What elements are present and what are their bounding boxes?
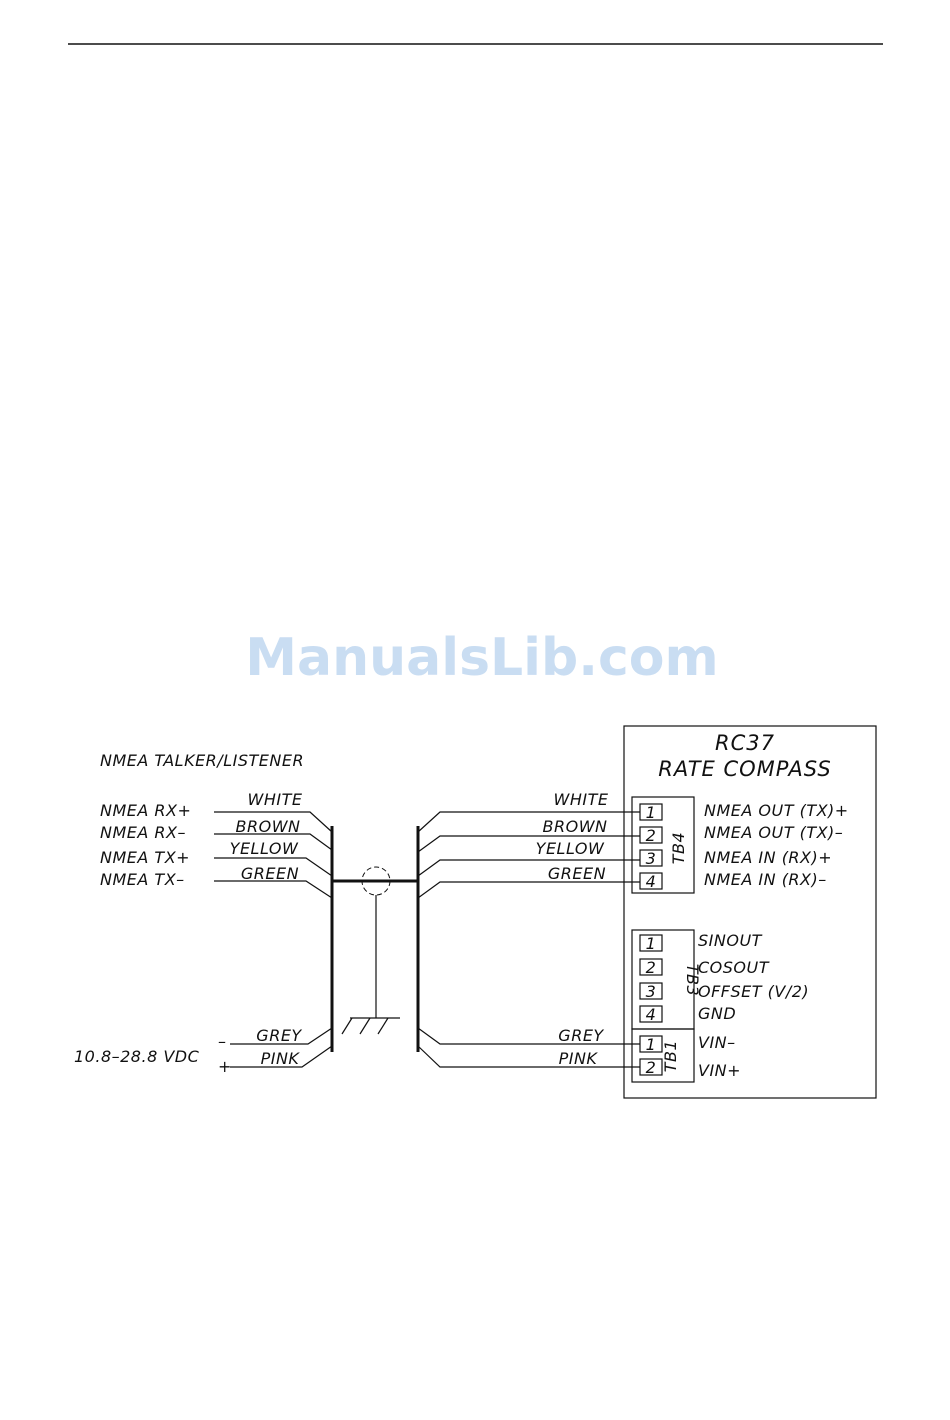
tb4-label-1: NMEA OUT (TX)+ — [704, 801, 849, 820]
tb3-pin-1-number: 1 — [646, 934, 657, 953]
left-wire-label-pink: PINK — [261, 1049, 301, 1068]
right-wire-pink — [417, 1045, 640, 1068]
talker-signal-rx-plus: NMEA RX+ — [100, 801, 191, 820]
supply-minus-sign: – — [218, 1032, 227, 1051]
right-wire-label-yellow: YELLOW — [536, 839, 605, 858]
left-wire-yellow — [214, 857, 333, 877]
right-wire-green — [417, 881, 640, 899]
terminal-block-tb3: 1 2 3 4 TB3 — [631, 929, 702, 1030]
right-wire-yellow — [417, 859, 640, 877]
tb4-pin-1-number: 1 — [646, 803, 657, 822]
tb4-name: TB4 — [669, 832, 688, 864]
right-wire-label-grey: GREY — [558, 1026, 604, 1045]
right-wire-label-brown: BROWN — [543, 817, 608, 836]
device-name: RATE COMPASS — [658, 757, 831, 781]
tb4-pin-2-number: 2 — [646, 826, 657, 845]
right-wire-label-pink: PINK — [559, 1049, 599, 1068]
tb3-pin-3 — [639, 982, 663, 1000]
tb1-pin-2 — [639, 1058, 663, 1076]
tb3-pin-2-number: 2 — [646, 958, 657, 977]
left-wire-pink — [230, 1045, 333, 1068]
terminal-block-tb1: 1 2 TB1 — [631, 1028, 695, 1083]
tb4-label-3: NMEA IN (RX)+ — [704, 848, 832, 867]
tb3-label-2: COSOUT — [698, 958, 770, 977]
talker-signal-rx-minus: NMEA RX– — [100, 823, 186, 842]
right-wire-brown — [417, 835, 640, 853]
supply-plus-sign: + — [218, 1057, 232, 1076]
talker-signal-tx-minus: NMEA TX– — [100, 870, 185, 889]
left-wire-grey — [230, 1027, 333, 1045]
left-wire-label-brown: BROWN — [236, 817, 301, 836]
tb1-name: TB1 — [661, 1040, 680, 1072]
tb4-pin-4 — [639, 872, 663, 890]
tb3-pin-4-number: 4 — [646, 1005, 657, 1024]
device-outline — [623, 725, 877, 1099]
left-wire-label-green: GREEN — [241, 864, 299, 883]
tb3-name: TB3 — [683, 964, 702, 996]
left-wire-white — [214, 811, 333, 833]
tb4-label-4: NMEA IN (RX)– — [704, 870, 827, 889]
tb1-label-1: VIN– — [698, 1033, 736, 1052]
tb4-pin-3-number: 3 — [646, 849, 657, 868]
tb4-outline — [631, 796, 695, 894]
tb4-pin-2 — [639, 826, 663, 844]
tb4-label-2: NMEA OUT (TX)– — [704, 823, 843, 842]
tb1-label-2: VIN+ — [698, 1061, 741, 1080]
cable-shield — [361, 866, 391, 896]
tb1-outline — [631, 1028, 695, 1083]
tb4-pin-1 — [639, 803, 663, 821]
tb1-pin-2-number: 2 — [646, 1058, 657, 1077]
tb3-pin-3-number: 3 — [646, 982, 657, 1001]
right-wire-label-green: GREEN — [548, 864, 606, 883]
tb3-pin-4 — [639, 1005, 663, 1023]
left-wire-label-grey: GREY — [256, 1026, 302, 1045]
left-wire-label-yellow: YELLOW — [230, 839, 299, 858]
right-wire-grey — [417, 1027, 640, 1045]
tb4-pin-3 — [639, 849, 663, 867]
tb1-pin-1-number: 1 — [646, 1035, 657, 1054]
tb1-pin-1 — [639, 1035, 663, 1053]
talker-signal-tx-plus: NMEA TX+ — [100, 848, 190, 867]
tb3-label-3: OFFSET (V/2) — [698, 982, 809, 1001]
watermark: ManualsLib.com — [245, 628, 718, 688]
talker-title: NMEA TALKER/LISTENER — [100, 751, 304, 770]
left-wire-green — [214, 880, 333, 899]
right-wire-label-white: WHITE — [554, 790, 609, 809]
tb3-label-1: SINOUT — [698, 931, 763, 950]
right-wire-white — [417, 811, 640, 833]
ground-icon — [341, 1017, 389, 1035]
device-model: RC37 — [715, 731, 775, 755]
tb3-pin-1 — [639, 934, 663, 952]
tb4-pin-4-number: 4 — [646, 872, 657, 891]
left-wire-label-white: WHITE — [248, 790, 303, 809]
left-wire-brown — [214, 833, 333, 851]
supply-voltage-label: 10.8–28.8 VDC — [74, 1047, 200, 1066]
tb3-pin-2 — [639, 958, 663, 976]
tb3-label-4: GND — [698, 1004, 736, 1023]
terminal-block-tb4: 1 2 3 4 TB4 — [631, 796, 695, 894]
